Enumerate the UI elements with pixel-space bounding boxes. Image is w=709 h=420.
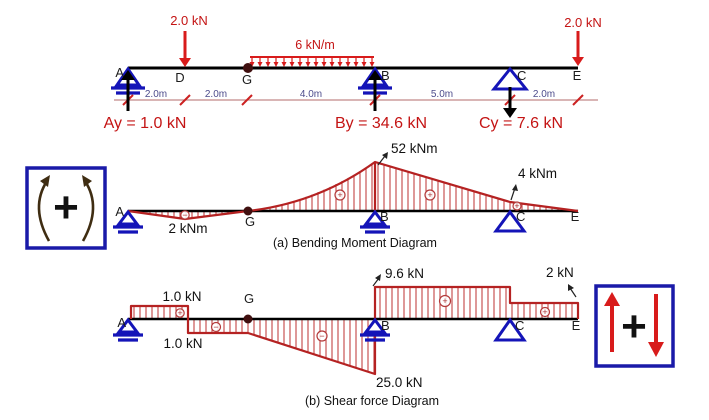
node-e-bmd: E — [571, 209, 580, 224]
sfd-sign-ce: + — [542, 307, 547, 317]
bmd-atc-label: 4 kNm — [518, 166, 557, 181]
node-e-sfd: E — [572, 318, 581, 333]
dim-d-g: 2.0m — [205, 89, 227, 100]
moment-arc-right — [81, 180, 95, 242]
sfd-dg-label: 1.0 kN — [163, 336, 202, 351]
sfd-bc-leader — [372, 274, 381, 287]
support-c-bmd — [493, 209, 527, 233]
node-b-top: B — [381, 68, 390, 83]
node-b-sfd: B — [381, 318, 390, 333]
bmd-atc-leader — [510, 184, 518, 201]
bmd-peak-label: 52 kNm — [391, 141, 438, 156]
moment-sign-convention-box: + — [25, 166, 107, 250]
sfd-caption: (b) Shear force Diagram — [305, 394, 439, 408]
sfd-ce-leader — [568, 284, 577, 298]
node-g-top: G — [242, 72, 252, 87]
support-a-bmd — [113, 209, 143, 234]
point-load-d: 2.0 kN — [170, 13, 208, 67]
sfd-ce-label: 2 kN — [546, 265, 574, 280]
hinge-g-dot — [243, 63, 253, 73]
udl-arrows — [249, 58, 375, 67]
node-e-top: E — [573, 68, 582, 83]
reaction-arrow-c — [503, 87, 517, 118]
bmd-region-signs: − + + + — [180, 189, 522, 220]
support-c-sfd — [493, 317, 527, 342]
node-b-bmd: B — [380, 209, 389, 224]
support-b-bmd — [360, 209, 390, 234]
sfd-ad-label: 1.0 kN — [162, 289, 201, 304]
load-e-label: 2.0 kN — [564, 15, 602, 30]
hinge-g-dot-bmd — [243, 206, 253, 216]
moment-plus-sign: + — [53, 183, 79, 232]
node-a-bmd: A — [115, 204, 124, 219]
node-c-bmd: C — [516, 209, 525, 224]
dim-b-c: 5.0m — [431, 89, 453, 100]
bending-moment-diagram: − + + + — [113, 141, 580, 250]
node-c-sfd: C — [515, 318, 524, 333]
load-d-label: 2.0 kN — [170, 13, 208, 28]
shear-force-diagram: + − − + + — [113, 265, 581, 408]
reaction-arrow-a — [121, 70, 135, 111]
node-a-top: A — [115, 65, 124, 80]
udl-label: 6 kN/m — [295, 38, 335, 52]
point-load-e: 2.0 kN — [564, 15, 602, 66]
bmd-caption: (a) Bending Moment Diagram — [273, 236, 437, 250]
moment-arc-left — [37, 180, 51, 242]
node-d-top: D — [175, 70, 184, 85]
sfd-sign-dg: − — [213, 322, 218, 332]
support-b-sfd — [360, 317, 390, 342]
sfd-curve — [129, 285, 580, 376]
bmd-sign-gb: + — [337, 190, 342, 200]
support-a-sfd — [113, 317, 143, 342]
reaction-arrow-b — [368, 70, 382, 111]
node-g-sfd: G — [244, 291, 254, 306]
sfd-sign-bc: + — [442, 296, 447, 306]
sfd-min-label: 25.0 kN — [376, 375, 423, 390]
bmd-sign-bc: + — [427, 190, 432, 200]
sfd-bc-label: 9.6 kN — [385, 266, 424, 281]
node-g-bmd: G — [245, 214, 255, 229]
shear-plus-sign: + — [621, 302, 647, 351]
bmd-peak-leader — [377, 152, 388, 166]
bmd-sign-dip: − — [182, 210, 187, 220]
dim-g-b: 4.0m — [300, 89, 322, 100]
bmd-sign-ce: + — [514, 201, 519, 211]
sfd-region-signs: + − − + + — [175, 294, 551, 342]
bmd-dip-label: 2 kNm — [168, 221, 207, 236]
shear-down-arrow — [648, 294, 664, 357]
reaction-b-label: By = 34.6 kN — [335, 115, 427, 132]
loaded-beam-diagram: 2.0 kN 2.0 kN 6 kN/m A D G B C — [104, 13, 602, 132]
sfd-sign-ad: + — [177, 308, 182, 318]
dim-c-e: 2.0m — [533, 89, 555, 100]
reaction-c-label: Cy = 7.6 kN — [479, 115, 563, 132]
node-c-top: C — [517, 68, 526, 83]
node-a-sfd: A — [117, 315, 126, 330]
sfd-sign-gb: − — [319, 331, 324, 341]
dim-a-d: 2.0m — [145, 89, 167, 100]
hinge-g-dot-sfd — [243, 314, 253, 324]
shear-sign-convention-box: + — [594, 284, 675, 368]
reaction-a-label: Ay = 1.0 kN — [104, 115, 187, 132]
shear-up-arrow — [604, 292, 620, 352]
